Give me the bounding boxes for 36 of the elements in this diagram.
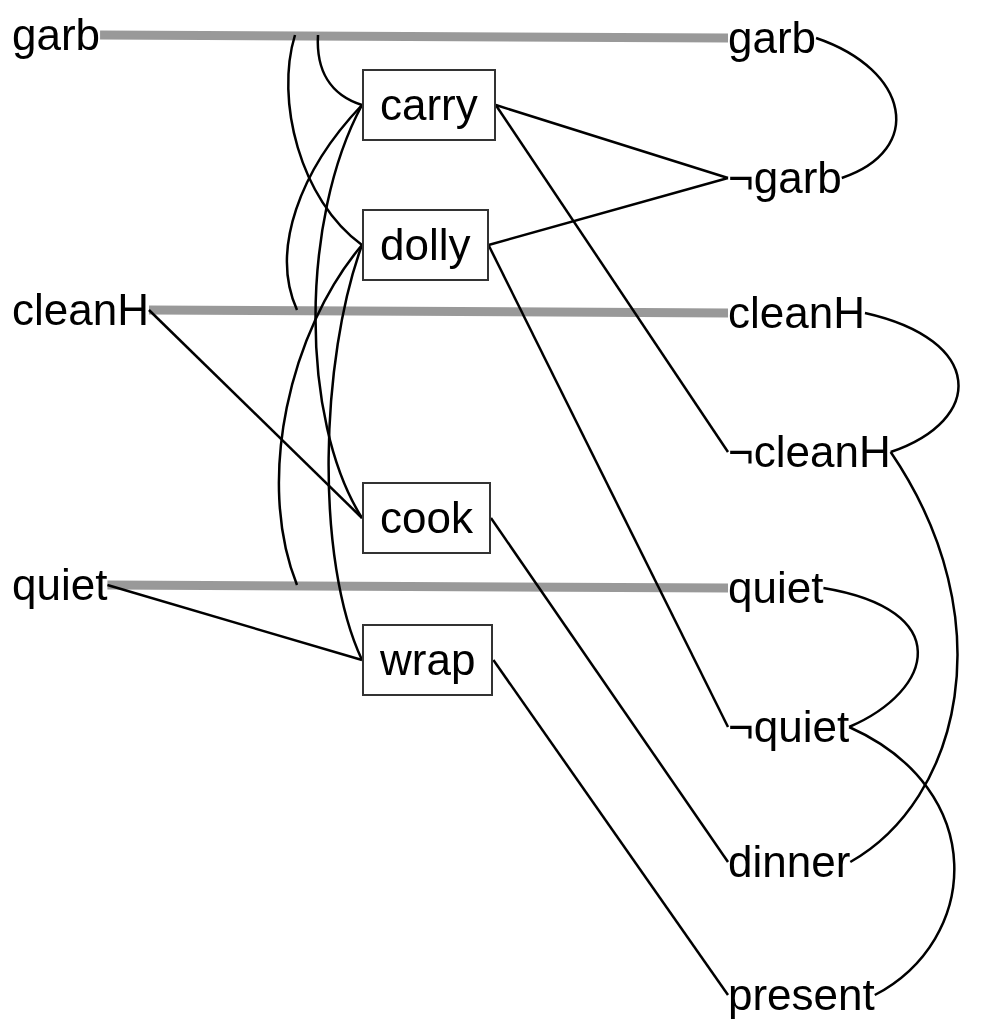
mutex-arc	[285, 104, 363, 311]
proposition-label: cleanH	[12, 282, 149, 338]
proposition-label: ¬cleanH	[728, 424, 891, 480]
mutex-arc	[327, 244, 364, 661]
mutex-arc	[848, 725, 956, 997]
connector-line	[487, 244, 730, 728]
persistence-line	[148, 305, 729, 318]
mutex-arc	[316, 34, 363, 107]
connector-line	[494, 104, 730, 453]
connector-line	[489, 517, 730, 863]
connector-line	[488, 176, 729, 247]
proposition-label: cleanH	[728, 285, 865, 341]
proposition-label: dinner	[728, 834, 851, 890]
persistence-line	[100, 30, 729, 43]
proposition-label: quiet	[12, 557, 108, 613]
proposition-label: garb	[728, 10, 817, 66]
proposition-label: ¬quiet	[728, 699, 850, 755]
mutex-arc	[849, 451, 959, 864]
persistence-line	[107, 580, 729, 593]
connector-line	[492, 659, 730, 996]
proposition-label: present	[728, 967, 875, 1023]
proposition-label: quiet	[728, 560, 824, 616]
action-box: dolly	[362, 209, 489, 281]
mutex-arc	[823, 586, 920, 729]
mutex-arc	[287, 34, 363, 246]
action-box: carry	[362, 69, 496, 141]
connector-line	[495, 103, 729, 180]
proposition-label: ¬garb	[728, 150, 842, 206]
connector-line	[107, 583, 363, 662]
proposition-label: garb	[12, 7, 101, 63]
action-box: cook	[362, 482, 491, 554]
mutex-arc	[815, 36, 898, 180]
action-box: wrap	[362, 624, 494, 696]
mutex-arc	[277, 244, 363, 586]
mutex-arc	[864, 311, 960, 454]
connector-line	[148, 309, 363, 519]
